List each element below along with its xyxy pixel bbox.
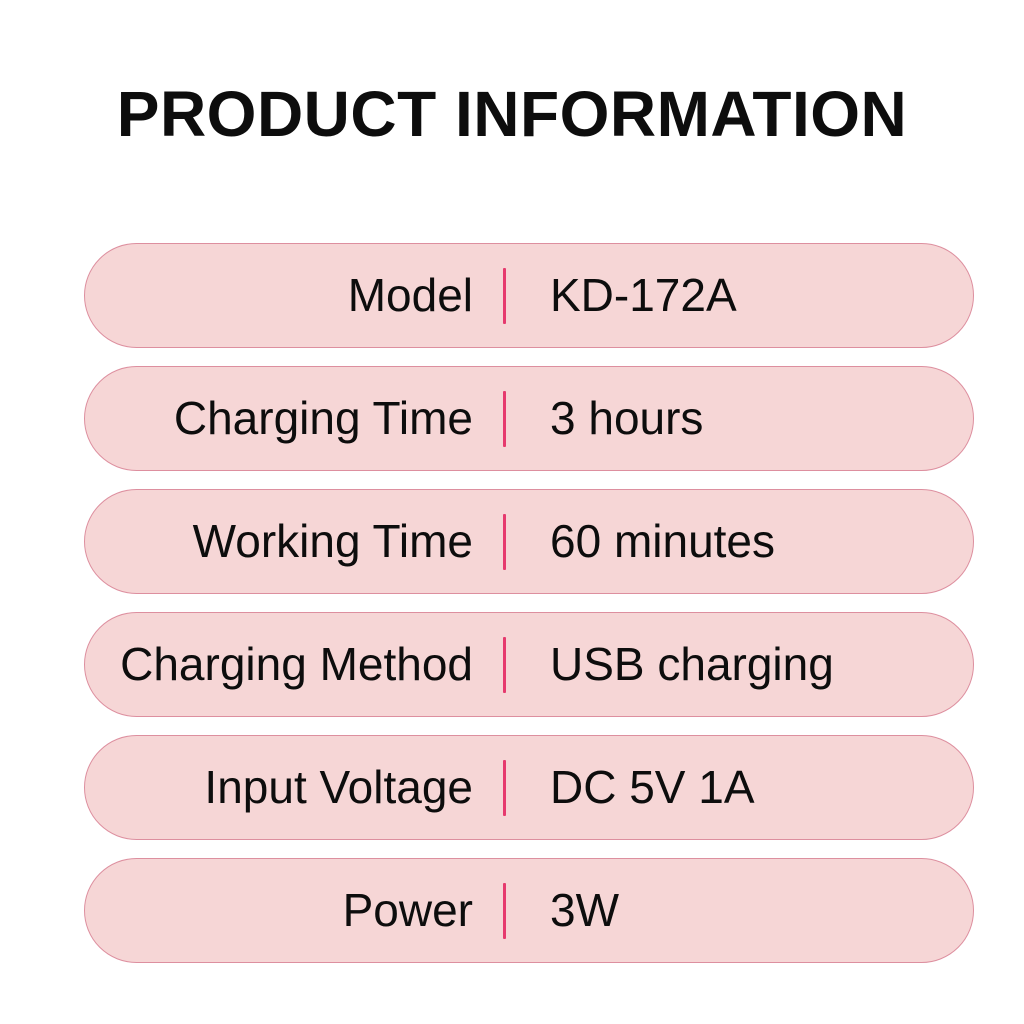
spec-label: Model [347,269,473,322]
spec-value: KD-172A [550,269,737,322]
spec-divider [503,636,506,693]
spec-row-power: Power 3W [84,858,974,963]
spec-label: Input Voltage [204,761,473,814]
spec-value: 3 hours [550,392,704,445]
spec-value: DC 5V 1A [550,761,755,814]
spec-divider [503,513,506,570]
spec-divider [503,267,506,324]
spec-value: 3W [550,884,619,937]
spec-row-input-voltage: Input Voltage DC 5V 1A [84,735,974,840]
page-title: PRODUCT INFORMATION [116,78,908,150]
spec-row-charging-time: Charging Time 3 hours [84,366,974,471]
spec-row-charging-method: Charging Method USB charging [84,612,974,717]
spec-label: Working Time [192,515,473,568]
spec-value: 60 minutes [550,515,776,568]
spec-divider [503,759,506,816]
spec-divider [503,882,506,939]
spec-row-working-time: Working Time 60 minutes [84,489,974,594]
spec-row-model: Model KD-172A [84,243,974,348]
spec-label: Charging Time [173,392,473,445]
spec-value: USB charging [550,638,834,691]
spec-label: Power [342,884,473,937]
spec-table: Model KD-172A Charging Time 3 hours Work… [84,243,974,963]
spec-label: Charging Method [120,638,473,691]
spec-divider [503,390,506,447]
